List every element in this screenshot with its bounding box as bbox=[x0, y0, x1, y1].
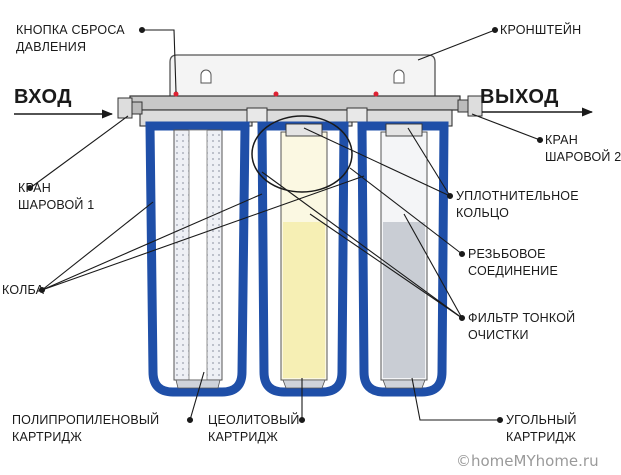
flask-2 bbox=[257, 121, 349, 397]
label-bracket: КРОНШТЕЙН bbox=[500, 23, 582, 37]
watermark: ©homeMYhome.ru bbox=[456, 452, 599, 470]
label-zeolite-cartridge: ЦЕОЛИТОВЫЙ КАРТРИДЖ bbox=[208, 413, 300, 444]
label-seal-ring: УПЛОТНИТЕЛЬНОЕ КОЛЬЦО bbox=[456, 189, 579, 220]
label-carbon-cartridge: УГОЛЬНЫЙ КАРТРИДЖ bbox=[506, 413, 577, 444]
inlet-valve bbox=[117, 97, 143, 119]
water-filter-diagram bbox=[14, 26, 594, 424]
leader-lines bbox=[26, 26, 544, 424]
manifold bbox=[129, 91, 461, 127]
label-inlet: ВХОД bbox=[14, 86, 73, 108]
outlet-valve bbox=[457, 95, 483, 117]
label-flask: КОЛБА bbox=[2, 283, 45, 297]
label-outlet: ВЫХОД bbox=[480, 86, 559, 108]
label-thread: РЕЗЬБОВОЕ СОЕДИНЕНИЕ bbox=[468, 247, 558, 278]
label-pp-cartridge: ПОЛИПРОПИЛЕНОВЫЙ КАРТРИДЖ bbox=[12, 413, 160, 444]
reset-button-icon bbox=[173, 91, 179, 97]
label-reset-button: КНОПКА СБРОСА ДАВЛЕНИЯ bbox=[16, 23, 125, 54]
flask-1 bbox=[145, 121, 250, 397]
thread-highlight bbox=[251, 115, 353, 193]
label-valve-2: КРАН ШАРОВОЙ 2 bbox=[545, 133, 621, 164]
bracket-plate bbox=[169, 54, 436, 96]
label-valve-1: КРАН ШАРОВОЙ 1 bbox=[18, 181, 95, 212]
label-fine-filter: ФИЛЬТР ТОНКОЙ ОЧИСТКИ bbox=[468, 311, 576, 342]
